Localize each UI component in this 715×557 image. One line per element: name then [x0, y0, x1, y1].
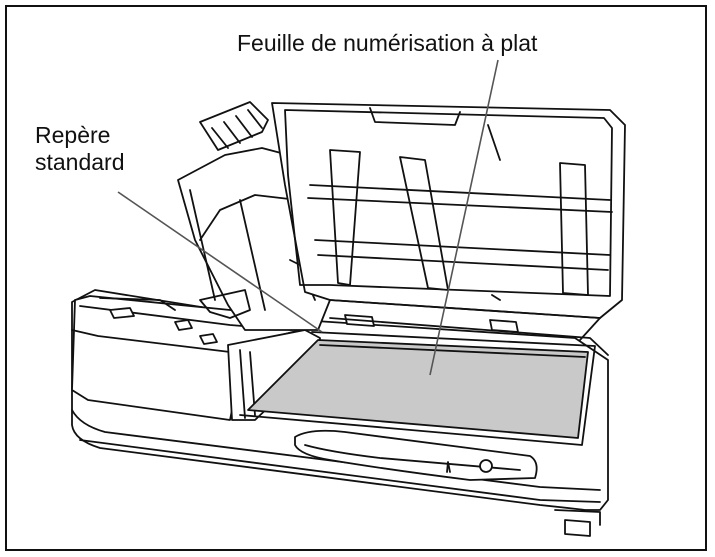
- adf-unit-slot: [99, 297, 176, 311]
- scanner-foot-right: [564, 519, 591, 537]
- leader-line-flatbed-sheet: [429, 59, 499, 376]
- flatbed-sheet: [247, 339, 589, 439]
- cover-rail-top: [309, 184, 611, 201]
- front-handle: [294, 429, 538, 481]
- adf-button-2: [199, 333, 218, 345]
- leader-line-standard-mark: [117, 191, 323, 333]
- cover-strap-left: [329, 149, 361, 286]
- adf-button-3: [109, 307, 135, 319]
- cover-rail-top-2: [307, 197, 613, 213]
- paper-chute-guide-left: [189, 189, 216, 301]
- paper-tray-back: [199, 101, 269, 151]
- document-cover-handle: [369, 107, 461, 126]
- feed-area-edge: [239, 349, 246, 419]
- cover-rail-bottom: [314, 239, 611, 271]
- glass-top-edge: [329, 299, 601, 341]
- scanner-base-front-edge: [71, 409, 601, 491]
- key-slot-icon: [446, 461, 451, 473]
- flatbed-sheet-label: Feuille de numérisation à plat: [237, 30, 538, 56]
- status-indicator-icon: [479, 459, 493, 473]
- standard-mark-label-line2: standard: [35, 149, 125, 175]
- front-handle-groove: [304, 444, 521, 471]
- scanner-base-bottom-edge: [79, 439, 601, 503]
- paper-chute-lip: [199, 289, 251, 319]
- flatbed-glass-border: [239, 331, 596, 446]
- paper-chute-guide-right: [239, 199, 266, 311]
- document-cover-inner: [284, 109, 613, 297]
- flatbed-sheet-edge: [319, 344, 586, 358]
- scanner-foot-bottom: [554, 509, 601, 526]
- standard-mark-label: Repère standard: [35, 122, 125, 176]
- glass-frame: [329, 317, 609, 356]
- paper-tray-ribs: [211, 109, 263, 149]
- cover-diagonal: [487, 124, 501, 301]
- standard-mark-label-line1: Repère: [35, 122, 111, 148]
- cover-strap-right: [559, 162, 589, 296]
- adf-button-1: [174, 319, 193, 331]
- adf-unit-cover-line: [71, 329, 231, 353]
